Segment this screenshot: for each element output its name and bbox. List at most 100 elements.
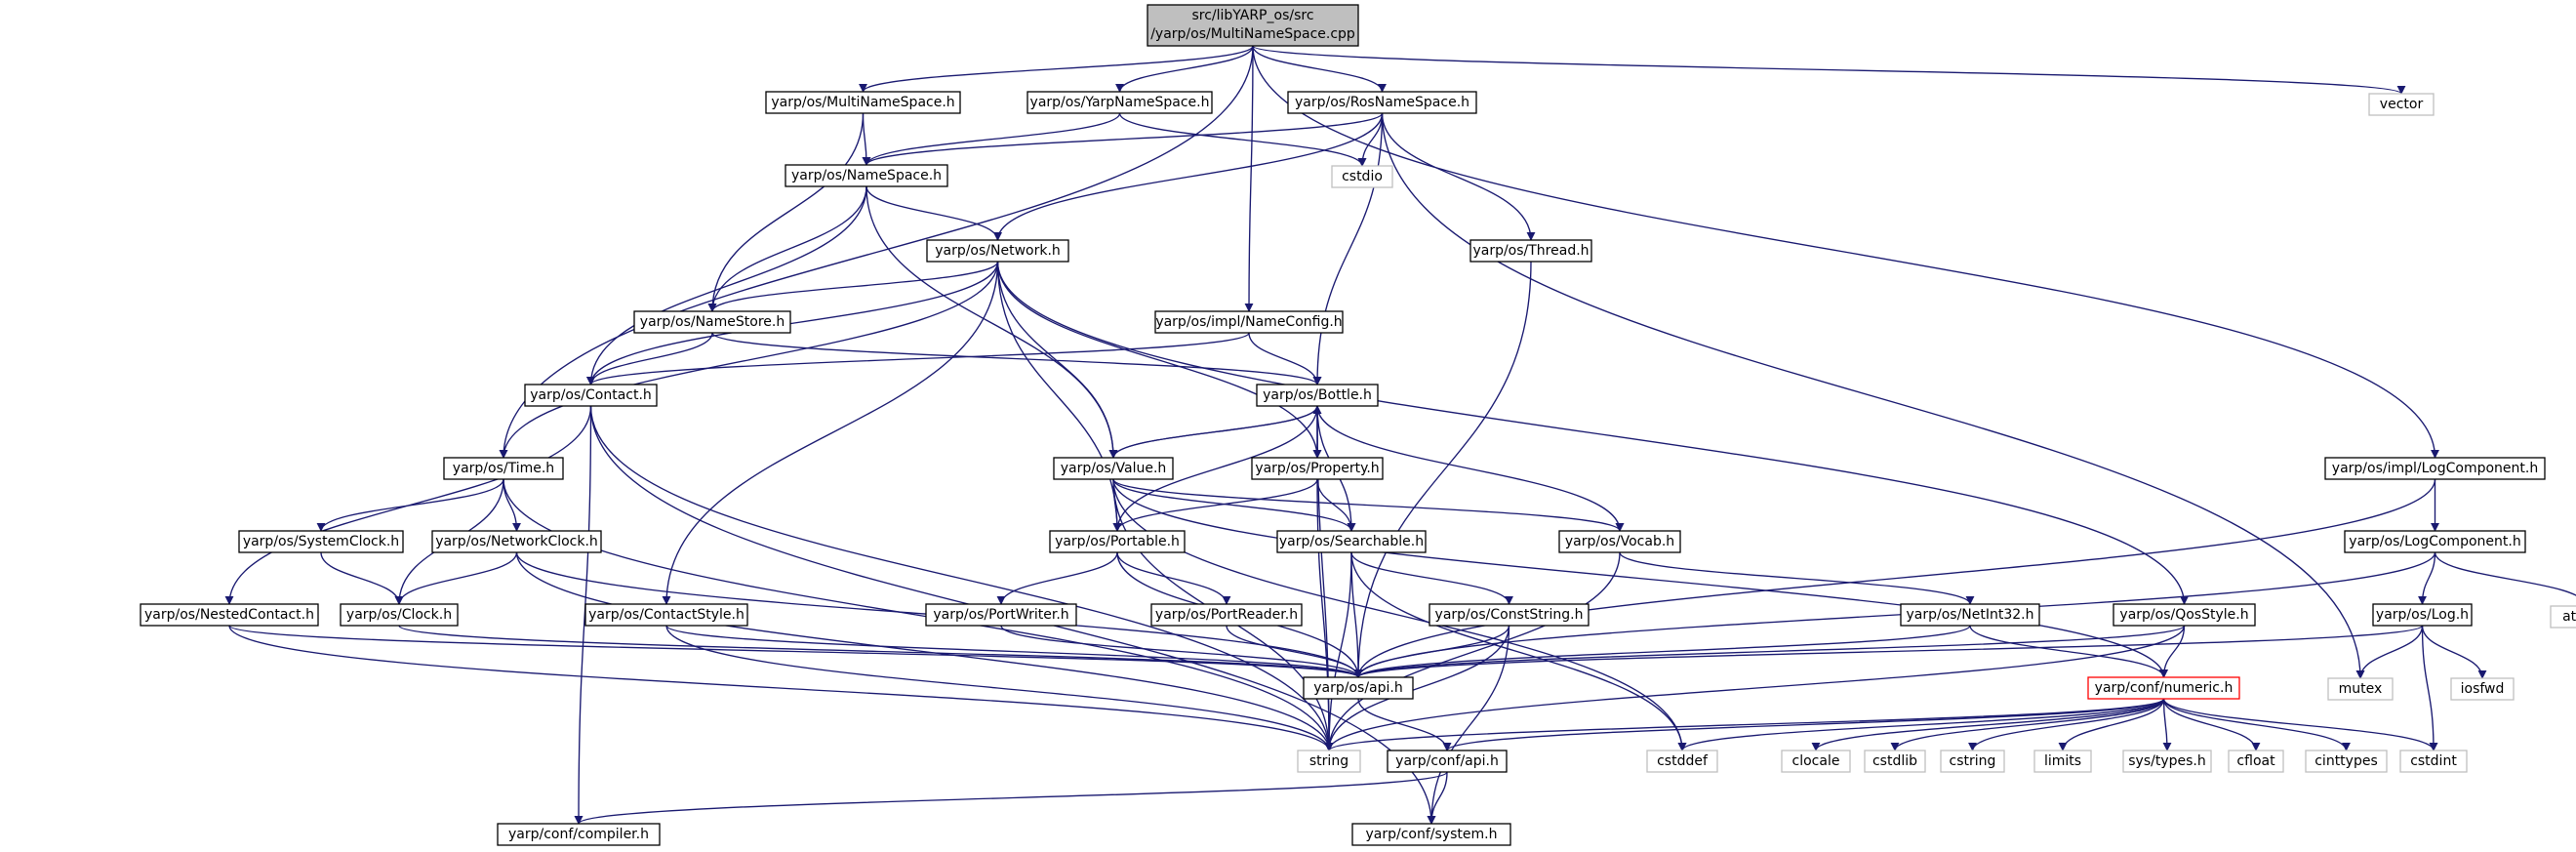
node-system-h[interactable]: yarp/conf/system.h [1351, 823, 1511, 846]
node-nestedcontact-h[interactable]: yarp/os/NestedContact.h [140, 603, 319, 627]
node-string[interactable]: string [1297, 750, 1361, 773]
node-box-vocab-h [1558, 530, 1681, 553]
node-label-cstdio: cstdio [1342, 169, 1383, 184]
node-cstdlib[interactable]: cstdlib [1864, 750, 1926, 773]
node-contactstyle-h[interactable]: yarp/os/ContactStyle.h [584, 603, 748, 627]
edge-nestedcontact-h-to-string [228, 625, 1334, 751]
node-qosstyle-h[interactable]: yarp/os/QosStyle.h [2113, 603, 2256, 627]
node-namestore-h[interactable]: yarp/os/NameStore.h [633, 310, 791, 334]
node-box-mutex [2327, 677, 2394, 701]
edge-bottle-h-to-portable-h [1112, 405, 1318, 532]
node-box-yarpnamespace-h [1026, 91, 1213, 114]
node-cstring[interactable]: cstring [1940, 750, 2005, 773]
node-mutex[interactable]: mutex [2327, 677, 2394, 701]
node-box-clock-h [340, 603, 459, 627]
node-conststring-h[interactable]: yarp/os/ConstString.h [1429, 603, 1590, 627]
edge-namespace-h-to-namestore-h [707, 185, 867, 312]
node-label-time-h: yarp/os/Time.h [453, 461, 554, 476]
node-netint32-h[interactable]: yarp/os/NetInt32.h [1900, 603, 2040, 627]
node-label-compiler-h: yarp/conf/compiler.h [508, 827, 649, 842]
node-label-cinttypes: cinttypes [2314, 753, 2378, 769]
node-label-portreader-h: yarp/os/PortReader.h [1155, 607, 1298, 623]
node-label-atomic: atomic [2562, 609, 2576, 625]
node-value-h[interactable]: yarp/os/Value.h [1053, 457, 1174, 480]
edge-searchable-h-to-api-h [1350, 551, 1363, 678]
node-label-systypes-h: sys/types.h [2128, 753, 2205, 769]
node-searchable-h[interactable]: yarp/os/Searchable.h [1276, 530, 1427, 553]
node-networkclock-h[interactable]: yarp/os/NetworkClock.h [431, 530, 602, 553]
node-rosnamespace-h[interactable]: yarp/os/RosNameSpace.h [1287, 91, 1477, 114]
node-cfloat[interactable]: cfloat [2228, 750, 2284, 773]
node-label-bottle-h: yarp/os/Bottle.h [1263, 387, 1372, 403]
node-yarpnamespace-h[interactable]: yarp/os/YarpNameSpace.h [1026, 91, 1213, 114]
node-cstdio[interactable]: cstdio [1331, 165, 1393, 188]
node-box-portable-h [1049, 530, 1186, 553]
node-bottle-h[interactable]: yarp/os/Bottle.h [1256, 384, 1379, 407]
node-label-numeric-h: yarp/conf/numeric.h [2095, 680, 2234, 696]
edge-multinamespace-h-to-namespace-h [862, 112, 871, 166]
node-label-vocab-h: yarp/os/Vocab.h [1565, 534, 1674, 549]
node-box-cstdio [1331, 165, 1393, 188]
node-portable-h[interactable]: yarp/os/Portable.h [1049, 530, 1186, 553]
node-contact-h[interactable]: yarp/os/Contact.h [524, 384, 658, 407]
node-box-nestedcontact-h [140, 603, 319, 627]
edge-contact-h-to-string [589, 405, 1334, 751]
node-label-portwriter-h: yarp/os/PortWriter.h [933, 607, 1068, 623]
node-box-cinttypes [2305, 750, 2388, 773]
node-box-cfloat [2228, 750, 2284, 773]
node-network-h[interactable]: yarp/os/Network.h [926, 239, 1069, 263]
node-label-nameconfig-h: yarp/os/impl/NameConfig.h [1155, 314, 1342, 330]
node-numeric-h[interactable]: yarp/conf/numeric.h [2087, 676, 2240, 700]
node-multinamespace-h[interactable]: yarp/os/MultiNameSpace.h [765, 91, 961, 114]
node-vector[interactable]: vector [2368, 93, 2435, 116]
edge-time-h-to-systemclock-h [316, 478, 504, 532]
node-label-value-h: yarp/os/Value.h [1061, 461, 1167, 476]
node-label-vector: vector [2380, 97, 2424, 112]
node-iosfwd[interactable]: iosfwd [2450, 677, 2515, 701]
node-label-multinamespace-h: yarp/os/MultiNameSpace.h [771, 95, 954, 110]
edge-network-h-to-time-h [499, 261, 999, 459]
node-compiler-h[interactable]: yarp/conf/compiler.h [497, 823, 661, 846]
node-cstdint[interactable]: cstdint [2399, 750, 2468, 773]
node-box-vector [2368, 93, 2435, 116]
node-api-h[interactable]: yarp/os/api.h [1303, 676, 1414, 700]
node-box-atomic [2550, 605, 2576, 629]
node-log-h[interactable]: yarp/os/Log.h [2372, 603, 2473, 627]
edge-numeric-h-to-cinttypes [2162, 698, 2351, 751]
node-property-h[interactable]: yarp/os/Property.h [1251, 457, 1384, 480]
node-vocab-h[interactable]: yarp/os/Vocab.h [1558, 530, 1681, 553]
root-node-multinamespace-cpp[interactable]: src/libYARP_os/src /yarp/os/MultiNameSpa… [1147, 4, 1359, 47]
node-box-string [1297, 750, 1361, 773]
node-namespace-h[interactable]: yarp/os/NameSpace.h [785, 164, 948, 187]
node-time-h[interactable]: yarp/os/Time.h [443, 457, 564, 480]
edge-network-h-to-namestore-h [707, 261, 999, 312]
node-clock-h[interactable]: yarp/os/Clock.h [340, 603, 459, 627]
node-conf-api-h[interactable]: yarp/conf/api.h [1387, 750, 1508, 773]
edge-log-h-to-mutex [2355, 625, 2424, 679]
node-cstddef[interactable]: cstddef [1646, 750, 1718, 773]
node-label-conststring-h: yarp/os/ConstString.h [1435, 607, 1584, 623]
node-box-compiler-h [497, 823, 661, 846]
edge-root-to-nameconfig-h [1244, 45, 1254, 312]
edge-network-h-to-contactstyle-h [662, 261, 999, 605]
node-portreader-h[interactable]: yarp/os/PortReader.h [1150, 603, 1303, 627]
node-atomic[interactable]: atomic [2550, 605, 2576, 629]
node-box-numeric-h [2087, 676, 2240, 700]
node-nameconfig-h[interactable]: yarp/os/impl/NameConfig.h [1154, 310, 1344, 334]
edge-logcomponent-h-to-atomic [2434, 551, 2576, 596]
node-systypes-h[interactable]: sys/types.h [2122, 750, 2212, 773]
edge-value-h-to-vocab-h [1112, 478, 1625, 532]
edge-conststring-h-to-string [1324, 625, 1510, 751]
node-label-searchable-h: yarp/os/Searchable.h [1279, 534, 1424, 549]
node-logcomponent-h[interactable]: yarp/os/LogComponent.h [2344, 530, 2526, 553]
node-logcomponent-impl-h[interactable]: yarp/os/impl/LogComponent.h [2324, 457, 2546, 480]
node-portwriter-h[interactable]: yarp/os/PortWriter.h [925, 603, 1077, 627]
node-thread-h[interactable]: yarp/os/Thread.h [1469, 239, 1592, 263]
node-box-cstdint [2399, 750, 2468, 773]
node-systemclock-h[interactable]: yarp/os/SystemClock.h [238, 530, 404, 553]
node-clocale[interactable]: clocale [1781, 750, 1851, 773]
node-box-namespace-h [785, 164, 948, 187]
node-limits[interactable]: limits [2033, 750, 2092, 773]
edge-qosstyle-h-to-numeric-h [2159, 625, 2186, 678]
node-cinttypes[interactable]: cinttypes [2305, 750, 2388, 773]
